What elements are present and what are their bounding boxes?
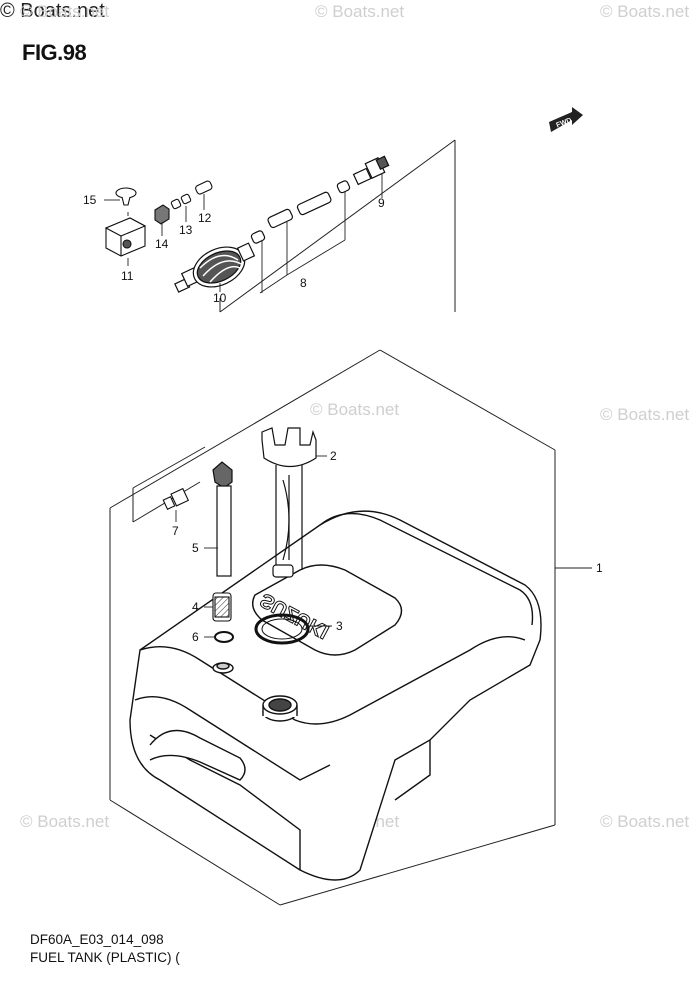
small-fittings (104, 180, 213, 257)
figure-title: FIG.98 (22, 40, 87, 65)
copyright-notice: © Boats.net (0, 0, 105, 22)
callout-2: 2 (330, 449, 337, 463)
fuel-connector (352, 155, 390, 186)
fuel-tank (129, 510, 542, 881)
watermark: © Boats.net (600, 812, 690, 831)
callout-4: 4 (192, 600, 199, 614)
callout-8: 8 (300, 276, 307, 290)
callout-15: 15 (83, 193, 97, 207)
watermark: © Boats.net (315, 2, 405, 21)
watermark: © Boats.net (600, 2, 690, 21)
callout-11: 11 (121, 269, 134, 283)
hose-assembly-bracket (219, 139, 456, 313)
primer-bulb (174, 242, 256, 293)
pickup-tube (212, 461, 233, 577)
callout-13: 13 (179, 223, 193, 237)
watermark: © Boats.net (20, 812, 110, 831)
watermark: © Boats.net (600, 405, 690, 424)
watermark: © Boats.net (310, 400, 400, 419)
callout-3: 3 (336, 619, 343, 633)
callout-1: 1 (596, 561, 603, 575)
callout-14: 14 (155, 237, 169, 251)
diagram-code: DF60A_E03_014_098 (30, 932, 164, 947)
callout-7: 7 (172, 524, 179, 538)
vent-screw (162, 487, 190, 510)
callout-9: 9 (378, 196, 385, 210)
gauge-o-ring (254, 613, 310, 645)
fuel-hose (250, 180, 351, 244)
diagram-caption: FUEL TANK (PLASTIC) ( (30, 950, 180, 965)
callout-5: 5 (192, 541, 199, 555)
fuel-filter (212, 592, 232, 622)
watermark: © Boats.net (20, 2, 110, 21)
fuel-gauge (261, 427, 317, 578)
callout-12: 12 (198, 211, 212, 225)
tank-assembly-outline (109, 349, 556, 906)
callout-10: 10 (213, 291, 227, 305)
fwd-arrow-icon: FWD (549, 107, 583, 132)
callout-6: 6 (192, 630, 199, 644)
